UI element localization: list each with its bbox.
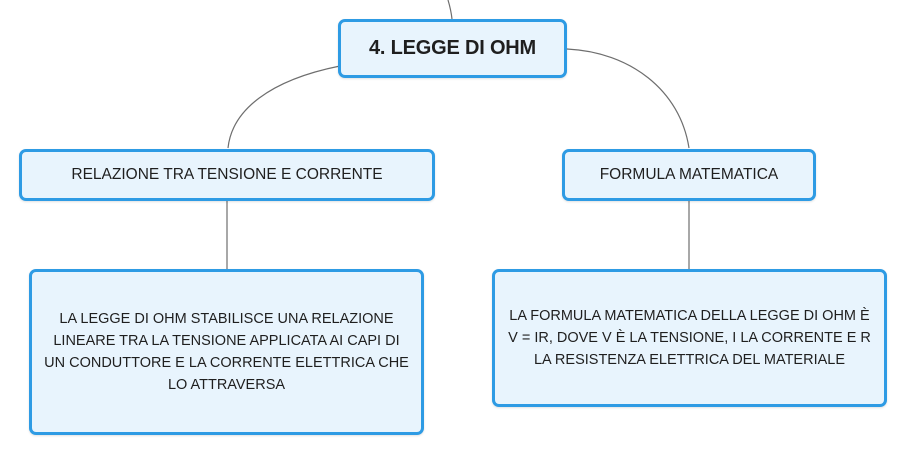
root-node-label: 4. LEGGE DI OHM [368, 37, 537, 59]
leaf-node-formula-text: LA FORMULA MATEMATICA DELLA LEGGE DI OHM… [508, 308, 871, 368]
connector-parent-to-root [447, 0, 453, 20]
leaf-node-formula-description[interactable]: LA FORMULA MATEMATICA DELLA LEGGE DI OHM… [492, 269, 887, 407]
connector-root-to-branch-left [227, 65, 341, 149]
branch-node-formula[interactable]: FORMULA MATEMATICA [562, 149, 816, 201]
leaf-node-relazione-text: LA LEGGE DI OHM STABILISCE UNA RELAZIONE… [44, 311, 409, 393]
branch-node-formula-label: FORMULA MATEMATICA [599, 166, 779, 183]
root-node[interactable]: 4. LEGGE DI OHM [338, 19, 567, 78]
branch-node-relazione[interactable]: RELAZIONE TRA TENSIONE E CORRENTE [19, 149, 435, 201]
leaf-node-relazione-description[interactable]: LA LEGGE DI OHM STABILISCE UNA RELAZIONE… [29, 269, 424, 435]
connector-root-to-branch-right [566, 48, 690, 149]
branch-node-relazione-label: RELAZIONE TRA TENSIONE E CORRENTE [71, 166, 383, 183]
